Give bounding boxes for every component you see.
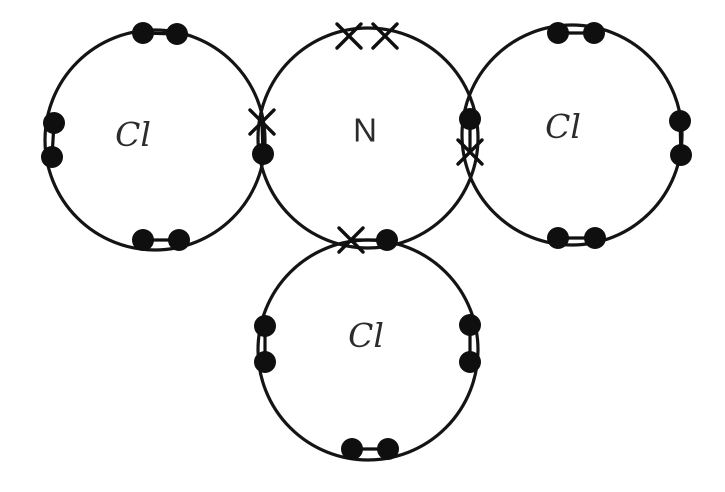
electron-dot <box>254 315 276 337</box>
electron-pairs-group <box>41 22 692 460</box>
electron-dot <box>166 23 188 45</box>
atom-label-cl-left: Cl <box>115 115 151 154</box>
electron-cross <box>248 108 276 136</box>
electron-dot <box>43 112 65 134</box>
lone-pair-cl-left-top <box>132 22 188 45</box>
lone-pair-cl-right-top <box>547 22 605 44</box>
electron-dot <box>459 108 481 130</box>
electron-dot <box>547 22 569 44</box>
electron-dot <box>459 351 481 373</box>
bond-n-cl-right <box>456 108 484 166</box>
bond-n-cl-bottom <box>337 226 398 254</box>
electron-dot <box>377 438 399 460</box>
electron-dot <box>670 144 692 166</box>
electron-cross <box>335 22 363 50</box>
lone-pair-n-center-top <box>335 22 399 50</box>
lone-pair-cl-right-bottom <box>547 227 606 249</box>
electron-dot <box>584 227 606 249</box>
lone-pair-cl-right-right <box>669 110 692 166</box>
bond-n-cl-left <box>248 108 276 165</box>
electron-dot <box>132 22 154 44</box>
atom-label-cl-bottom: Cl <box>348 316 384 355</box>
lone-pair-cl-bottom-right <box>459 314 481 373</box>
atom-label-cl-right: Cl <box>545 107 581 146</box>
electron-shell-cl-left <box>43 28 267 252</box>
electron-dot <box>459 314 481 336</box>
electron-shell-n-center <box>256 26 480 250</box>
electron-dot <box>41 146 63 168</box>
electron-cross <box>337 226 365 254</box>
electron-dot <box>341 438 363 460</box>
electron-dot <box>547 227 569 249</box>
electron-dot <box>254 351 276 373</box>
electron-dot <box>669 110 691 132</box>
lone-pair-cl-bottom-left <box>254 315 276 373</box>
electron-dot <box>583 22 605 44</box>
lone-pair-cl-left-left <box>41 112 65 168</box>
electron-dot <box>376 229 398 251</box>
lone-pair-cl-bottom-bottom <box>341 438 399 460</box>
electron-cross <box>371 22 399 50</box>
electron-cross <box>456 138 484 166</box>
electron-dot <box>132 229 154 251</box>
atom-label-n-center: N <box>353 112 377 149</box>
lone-pair-cl-left-bottom <box>132 229 190 251</box>
electron-dot <box>252 143 274 165</box>
electron-dot <box>168 229 190 251</box>
